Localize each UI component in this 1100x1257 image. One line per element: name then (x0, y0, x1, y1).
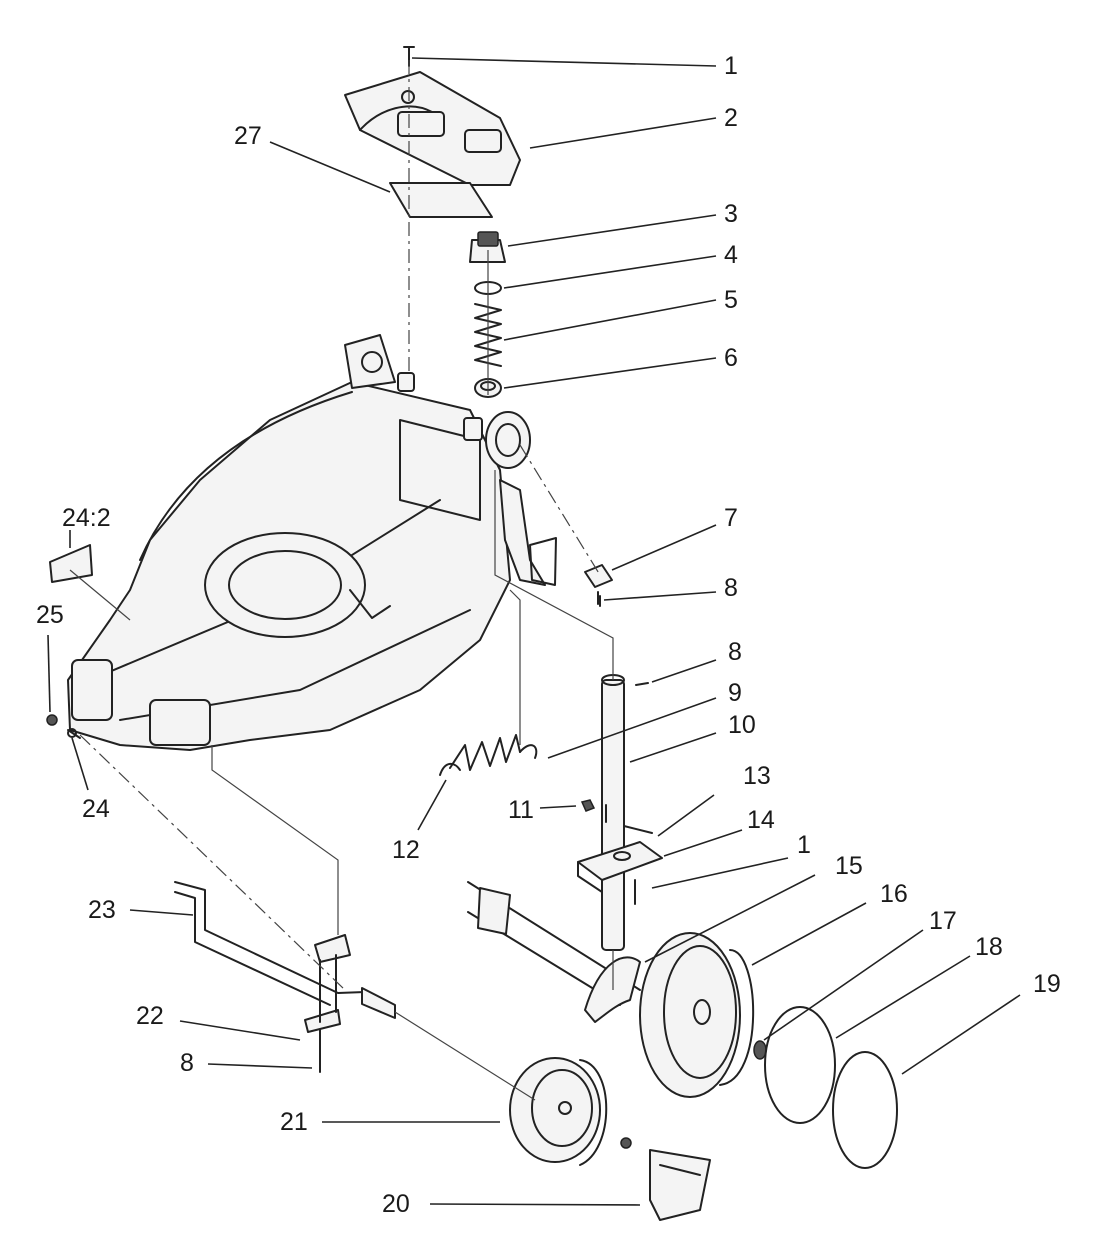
leader-lines (47, 57, 1021, 1206)
screw-part-8-rod (635, 682, 649, 686)
clamp-part-22 (304, 934, 351, 1033)
callout-7: 7 (724, 504, 738, 532)
callout-27: 27 (234, 122, 262, 150)
callout-24: 24 (82, 795, 110, 823)
callout-25: 25 (36, 601, 64, 629)
callout-8-lower: 8 (180, 1049, 194, 1077)
assembly-line-clamp (211, 745, 339, 935)
assembly-line-label (69, 569, 131, 621)
nut-part-25 (46, 714, 58, 726)
callout-10: 10 (728, 711, 756, 739)
hubcap-clip-part-18 (764, 1006, 836, 1124)
callout-9: 9 (728, 679, 742, 707)
pin-part-13 (623, 825, 653, 834)
hubcap-part-19 (832, 1051, 898, 1169)
assembly-line-front-wheel (394, 1011, 536, 1101)
callout-18: 18 (975, 933, 1003, 961)
callout-23: 23 (88, 896, 116, 924)
mower-deck-housing (67, 381, 511, 751)
assembly-line-front-axle (79, 734, 346, 991)
callout-8-upper: 8 (724, 574, 738, 602)
spring-part-12 (439, 734, 538, 776)
callout-24-2: 24:2 (62, 504, 111, 532)
assembly-line-rod (494, 470, 614, 680)
nut-part-11 (580, 799, 596, 812)
callout-6: 6 (724, 344, 738, 372)
callout-2: 2 (724, 104, 738, 132)
front-axle-part-23 (174, 881, 396, 1019)
front-wheel-part-21 (509, 1057, 608, 1166)
callout-16: 16 (880, 880, 908, 908)
bracket-part-7 (584, 564, 613, 605)
callout-14: 14 (747, 806, 775, 834)
callout-21: 21 (280, 1108, 308, 1136)
washer-part-21-nut (620, 1137, 632, 1149)
hubcap-part-20 (649, 1149, 711, 1221)
front-wheel-bracket (344, 334, 415, 392)
deck-rear-slot (529, 537, 557, 586)
callout-20: 20 (382, 1190, 410, 1218)
rear-side-panel (499, 479, 546, 586)
callout-19: 19 (1033, 970, 1061, 998)
callout-17: 17 (929, 907, 957, 935)
assembly-line-rear (519, 444, 601, 576)
rod-part-24 (67, 728, 81, 739)
callout-8-rod: 8 (728, 638, 742, 666)
rear-wheel-part-16 (639, 932, 755, 1098)
callout-15: 15 (835, 852, 863, 880)
callout-3: 3 (724, 200, 738, 228)
washer-part-17 (753, 1040, 767, 1060)
deck-height-wheel (463, 411, 531, 469)
callout-1-top: 1 (724, 52, 738, 80)
callout-22: 22 (136, 1002, 164, 1030)
callout-12: 12 (392, 836, 420, 864)
decal-part-27 (389, 182, 493, 218)
block-part-14 (577, 841, 663, 893)
assembly-line-spring-12 (509, 589, 521, 745)
callout-11: 11 (508, 796, 534, 824)
callout-13: 13 (743, 762, 771, 790)
callout-4: 4 (724, 241, 738, 269)
callout-5: 5 (724, 286, 738, 314)
callout-1-lower: 1 (797, 831, 811, 859)
label-part-24-2 (49, 544, 93, 583)
handle-cover-part-2 (344, 71, 521, 186)
